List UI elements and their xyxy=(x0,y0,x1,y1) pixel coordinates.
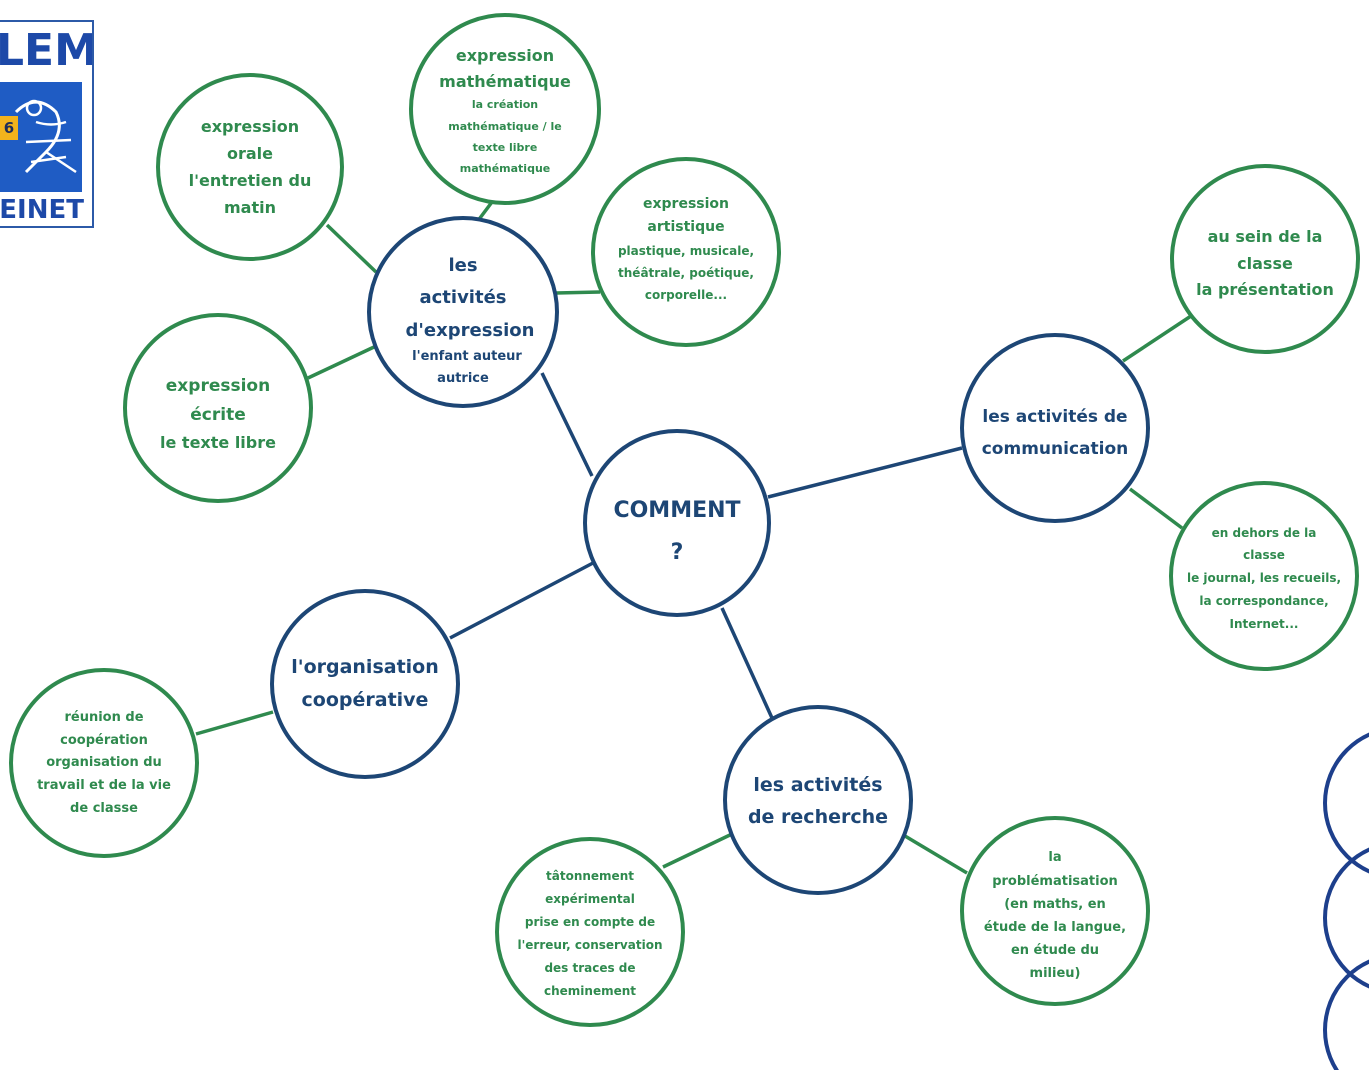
leaf-artistique-line3: plastique, musicale, xyxy=(618,244,754,258)
leaf-ecrite-line3: le texte libre xyxy=(160,433,276,452)
leaf-orale-line2: orale xyxy=(227,144,273,163)
leaf-tatonnement-line5: des traces de xyxy=(544,961,635,975)
leaf-communication-sein: au sein de la classe la présentation xyxy=(1170,164,1360,354)
leaf-math-sub4: mathématique xyxy=(460,162,551,175)
hub-recherche-line2: de recherche xyxy=(748,806,888,828)
leaf-orale-line3: l'entretien du xyxy=(189,171,312,190)
hub-expression-line1: les xyxy=(448,255,477,276)
hub-expression: les activités d'expression l'enfant aute… xyxy=(367,216,559,408)
leaf-reunion-line5: de classe xyxy=(70,801,138,816)
leaf-dehors-line1: en dehors de la xyxy=(1212,526,1317,540)
leaf-reunion-line4: travail et de la vie xyxy=(37,778,171,793)
leaf-recherche-tatonnement: tâtonnement expérimental prise en compte… xyxy=(495,837,685,1027)
leaf-tatonnement-line2: expérimental xyxy=(545,892,635,906)
leaf-tatonnement-line6: cheminement xyxy=(544,984,636,998)
offscreen-circle-2 xyxy=(1323,847,1369,989)
connectors-green xyxy=(195,200,1192,875)
connector-communication-sein xyxy=(1122,314,1192,363)
center-line2: ? xyxy=(671,540,684,565)
leaf-dehors-line5: Internet... xyxy=(1230,617,1299,631)
leaf-ecrite-line1: expression xyxy=(166,376,270,396)
leaf-problem-line4: étude de la langue, xyxy=(984,920,1126,935)
hub-organisation-line1: l'organisation xyxy=(291,656,439,678)
leaf-math-sub3: texte libre xyxy=(473,141,538,154)
hub-organisation: l'organisation coopérative xyxy=(270,589,460,779)
leaf-expression-artistique: expression artistique plastique, musical… xyxy=(591,157,781,347)
leaf-math-title2: mathématique xyxy=(439,72,571,91)
leaf-tatonnement-line4: l'erreur, conservation xyxy=(518,938,663,952)
leaf-reunion-line3: organisation du xyxy=(46,755,162,770)
connector-expression-artistique xyxy=(555,290,601,295)
leaf-communication-dehors: en dehors de la classe le journal, les r… xyxy=(1169,481,1359,671)
leaf-expression-ecrite: expression écrite le texte libre xyxy=(123,313,313,503)
hub-communication-line1: les activités de xyxy=(982,407,1127,427)
leaf-dehors-line4: la correspondance, xyxy=(1199,594,1328,608)
leaf-math-sub2: mathématique / le xyxy=(448,120,561,133)
hub-recherche-line1: les activités xyxy=(753,774,882,796)
leaf-artistique-line1: expression xyxy=(643,196,729,212)
logo-bottom-text: EINET xyxy=(0,195,84,225)
connector-center-organisation xyxy=(449,561,594,640)
leaf-recherche-problematisation: la problématisation (en maths, en étude … xyxy=(960,816,1150,1006)
leaf-sein-line3: la présentation xyxy=(1196,280,1334,299)
leaf-tatonnement-line1: tâtonnement xyxy=(546,869,634,883)
leaf-math-sub1: la création xyxy=(472,98,538,111)
connector-center-recherche xyxy=(720,607,774,719)
leaf-problem-line1: la xyxy=(1048,850,1061,865)
hub-recherche: les activités de recherche xyxy=(723,705,913,895)
connector-organisation-reunion xyxy=(195,710,274,736)
hub-communication: les activités de communication xyxy=(960,333,1150,523)
leaf-ecrite-line2: écrite xyxy=(190,405,245,425)
leaf-reunion-line2: coopération xyxy=(60,733,148,748)
hub-expression-sub1: l'enfant auteur xyxy=(412,349,522,364)
leaf-artistique-line5: corporelle... xyxy=(645,288,727,302)
hub-expression-line2: activités xyxy=(419,287,506,308)
connector-expression-ecrite xyxy=(307,345,375,380)
leaf-dehors-line3: le journal, les recueils, xyxy=(1187,571,1341,585)
connector-recherche-problematisation xyxy=(904,834,968,875)
leaf-reunion-line1: réunion de xyxy=(64,710,143,725)
leaf-math-title1: expression xyxy=(456,46,554,65)
leaf-expression-mathematique: expression mathématique la création math… xyxy=(409,13,601,205)
leaf-expression-orale: expression orale l'entretien du matin xyxy=(156,73,344,261)
leaf-orale-line1: expression xyxy=(201,117,299,136)
leaf-problem-line3: (en maths, en xyxy=(1004,897,1106,912)
offscreen-circle-3 xyxy=(1323,959,1369,1070)
leaf-problem-line6: milieu) xyxy=(1030,966,1081,981)
hub-organisation-line2: coopérative xyxy=(302,689,429,711)
leaf-artistique-line4: théâtrale, poétique, xyxy=(618,266,754,280)
connector-recherche-tatonnement xyxy=(662,832,733,869)
leaf-organisation-reunion: réunion de coopération organisation du t… xyxy=(9,668,199,858)
connector-communication-dehors xyxy=(1128,487,1184,530)
logo-top-text: LEM xyxy=(0,25,94,76)
leaf-orale-line4: matin xyxy=(224,198,276,217)
connector-center-communication xyxy=(767,446,963,499)
leaf-problem-line2: problématisation xyxy=(992,874,1118,889)
hub-communication-line2: communication xyxy=(982,439,1129,459)
leaf-dehors-line2: classe xyxy=(1243,548,1285,562)
leaf-artistique-line2: artistique xyxy=(647,219,724,235)
offscreen-circles xyxy=(1323,732,1369,1070)
leaf-problem-line5: en étude du xyxy=(1011,943,1099,958)
hub-expression-line3: d'expression xyxy=(406,320,535,341)
center-node: COMMENT ? xyxy=(583,429,771,617)
leaf-sein-line2: classe xyxy=(1237,254,1293,273)
center-line1: COMMENT xyxy=(613,498,740,523)
leaf-sein-line1: au sein de la xyxy=(1208,227,1323,246)
logo-figure xyxy=(0,82,82,192)
connector-center-expression xyxy=(540,372,594,477)
logo: LEM 6 EINET xyxy=(0,20,94,228)
leaf-tatonnement-line3: prise en compte de xyxy=(525,915,655,929)
offscreen-circle-1 xyxy=(1323,732,1369,874)
connector-expression-orale xyxy=(325,223,378,274)
logo-number: 6 xyxy=(0,116,18,140)
logo-figure-drawing xyxy=(14,99,77,174)
hub-expression-sub2: autrice xyxy=(437,371,489,386)
connectors-blue xyxy=(449,372,963,719)
